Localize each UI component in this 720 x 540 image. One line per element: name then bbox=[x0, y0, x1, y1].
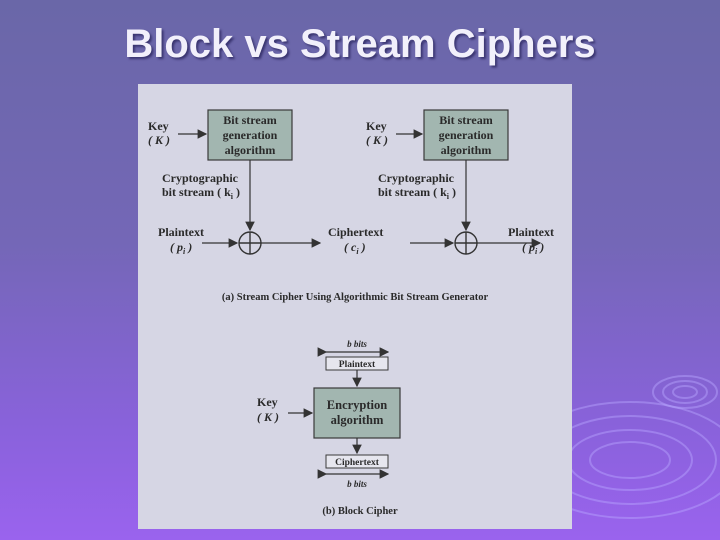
left-bitstream-symbol: bit stream ( ki ) bbox=[162, 185, 240, 201]
right-plaintext-label: Plaintext bbox=[508, 225, 554, 239]
ciphertext-symbol: ( ci ) bbox=[344, 240, 366, 256]
right-bitstream-label: Cryptographic bbox=[378, 171, 455, 185]
slide-title: Block vs Stream Ciphers bbox=[124, 22, 596, 66]
left-plaintext-symbol: ( pi ) bbox=[170, 240, 192, 256]
top-bits-label: b bits bbox=[347, 339, 367, 349]
encryption-algorithm-box bbox=[313, 387, 401, 439]
ciphertext-box bbox=[325, 454, 389, 469]
block-cipher-caption: (b) Block Cipher bbox=[322, 506, 398, 517]
stream-cipher-caption: (a) Stream Cipher Using Algorithmic Bit … bbox=[222, 292, 489, 303]
bottom-bits-label: b bits bbox=[347, 479, 367, 489]
block-key-label: Key bbox=[257, 395, 278, 409]
block-key-symbol: ( K ) bbox=[257, 410, 279, 424]
block-cipher-unit: b bits Plaintext Key ( K ) Encryption al… bbox=[257, 339, 401, 489]
right-plaintext-symbol: ( pi ) bbox=[522, 240, 544, 256]
left-generator-line-3: algorithm bbox=[225, 143, 276, 157]
right-bitstream-symbol: bit stream ( ki ) bbox=[378, 185, 456, 201]
left-generator-line-2: generation bbox=[223, 128, 278, 142]
encryption-line-2: algorithm bbox=[331, 413, 384, 427]
cipher-diagram: Key ( K ) Bit stream generation algorith… bbox=[148, 109, 554, 517]
right-generator-line-2: generation bbox=[439, 128, 494, 142]
left-key-symbol: ( K ) bbox=[148, 133, 170, 147]
left-bitstream-label: Cryptographic bbox=[162, 171, 239, 185]
left-plaintext-label: Plaintext bbox=[158, 225, 204, 239]
right-generator-box bbox=[423, 109, 509, 161]
ciphertext-box-label: Ciphertext bbox=[335, 458, 380, 468]
right-generator-line-1: Bit stream bbox=[439, 113, 492, 127]
left-generator-box bbox=[207, 109, 293, 161]
right-key-symbol: ( K ) bbox=[366, 133, 388, 147]
right-generator-line-3: algorithm bbox=[441, 143, 492, 157]
right-xor-icon bbox=[454, 231, 478, 255]
ciphertext-label: Ciphertext bbox=[328, 225, 383, 239]
stream-left-unit: Key ( K ) Bit stream generation algorith… bbox=[148, 109, 322, 256]
right-key-label: Key bbox=[366, 119, 387, 133]
plaintext-box-label: Plaintext bbox=[339, 360, 376, 370]
stream-right-unit: Key ( K ) Bit stream generation algorith… bbox=[366, 109, 554, 256]
encryption-line-1: Encryption bbox=[327, 398, 387, 412]
left-generator-line-1: Bit stream bbox=[223, 113, 276, 127]
left-xor-icon bbox=[238, 231, 262, 255]
left-key-label: Key bbox=[148, 119, 169, 133]
cipher-figure: Key ( K ) Bit stream generation algorith… bbox=[138, 84, 572, 529]
